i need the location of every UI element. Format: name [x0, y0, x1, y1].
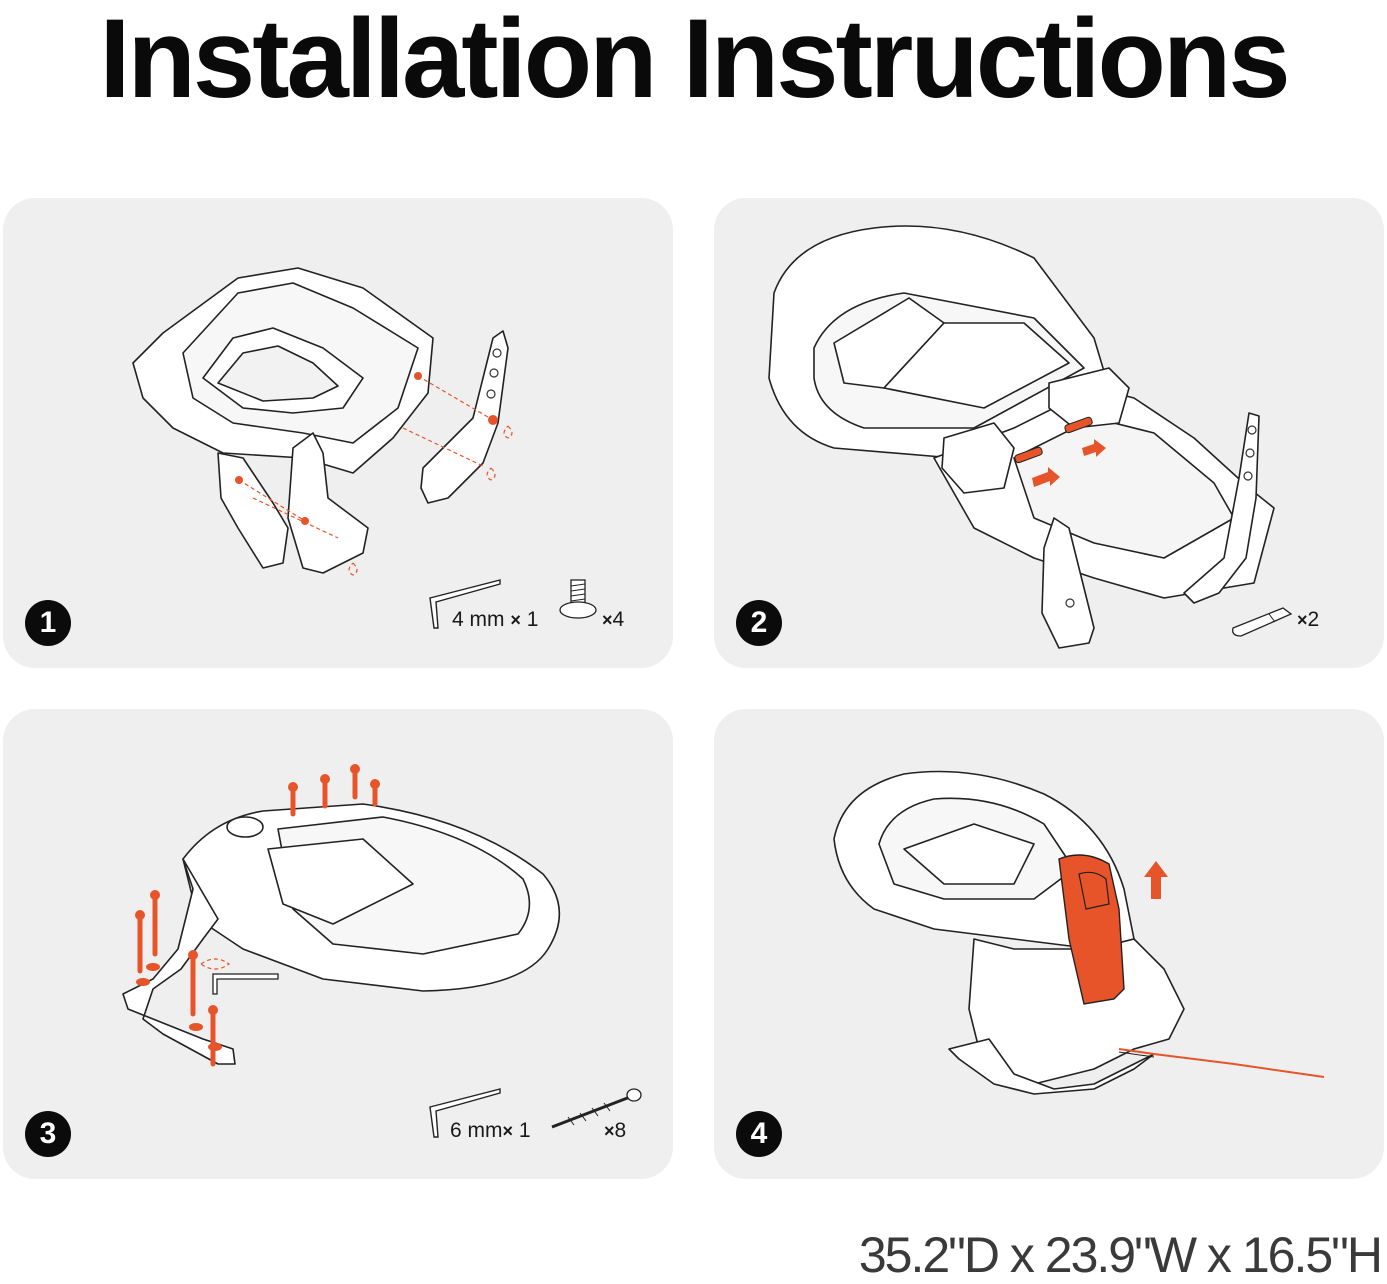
hex-key-size: 6 mm — [450, 1119, 503, 1142]
page-title: Installation Instructions — [99, 0, 1290, 121]
screw-icon — [551, 1088, 642, 1129]
screw-qty: 8 — [614, 1119, 627, 1142]
hex-key-icon — [429, 579, 501, 629]
multiply-symbol: × — [604, 1121, 615, 1141]
pin-qty: 2 — [1307, 608, 1320, 631]
step-3-panel: 3 6 mm× 1 ×8 — [3, 709, 673, 1179]
multiply-symbol: × — [602, 610, 613, 630]
hex-key-qty: 1 — [518, 1119, 531, 1142]
step-number-badge: 1 — [25, 600, 71, 646]
step-3-illustration — [122, 764, 561, 1067]
hex-key-icon — [429, 1088, 501, 1138]
bolt-qty: 4 — [612, 608, 625, 631]
multiply-symbol: × — [510, 610, 521, 630]
pin-icon — [1232, 607, 1293, 637]
step-number-badge: 2 — [736, 600, 782, 646]
step-2-panel: 2 ×2 — [714, 198, 1384, 668]
multiply-symbol: × — [502, 1121, 514, 1141]
hex-key-size: 4 mm — [452, 608, 505, 631]
step-number-badge: 3 — [25, 1111, 71, 1157]
multiply-symbol: × — [1297, 610, 1308, 630]
hex-key-qty: 1 — [526, 608, 539, 631]
step-2-illustration — [768, 225, 1275, 649]
bolt-icon — [559, 579, 597, 619]
product-dimensions: 35.2"D x 23.9"W x 16.5"H — [858, 1227, 1383, 1283]
step-4-panel: 4 — [714, 709, 1384, 1179]
step-4-illustration — [833, 770, 1325, 1095]
step-1-panel: 1 4 mm × 1 ×4 — [3, 198, 673, 668]
step-1-illustration — [132, 267, 513, 576]
step-number-badge: 4 — [736, 1111, 782, 1157]
